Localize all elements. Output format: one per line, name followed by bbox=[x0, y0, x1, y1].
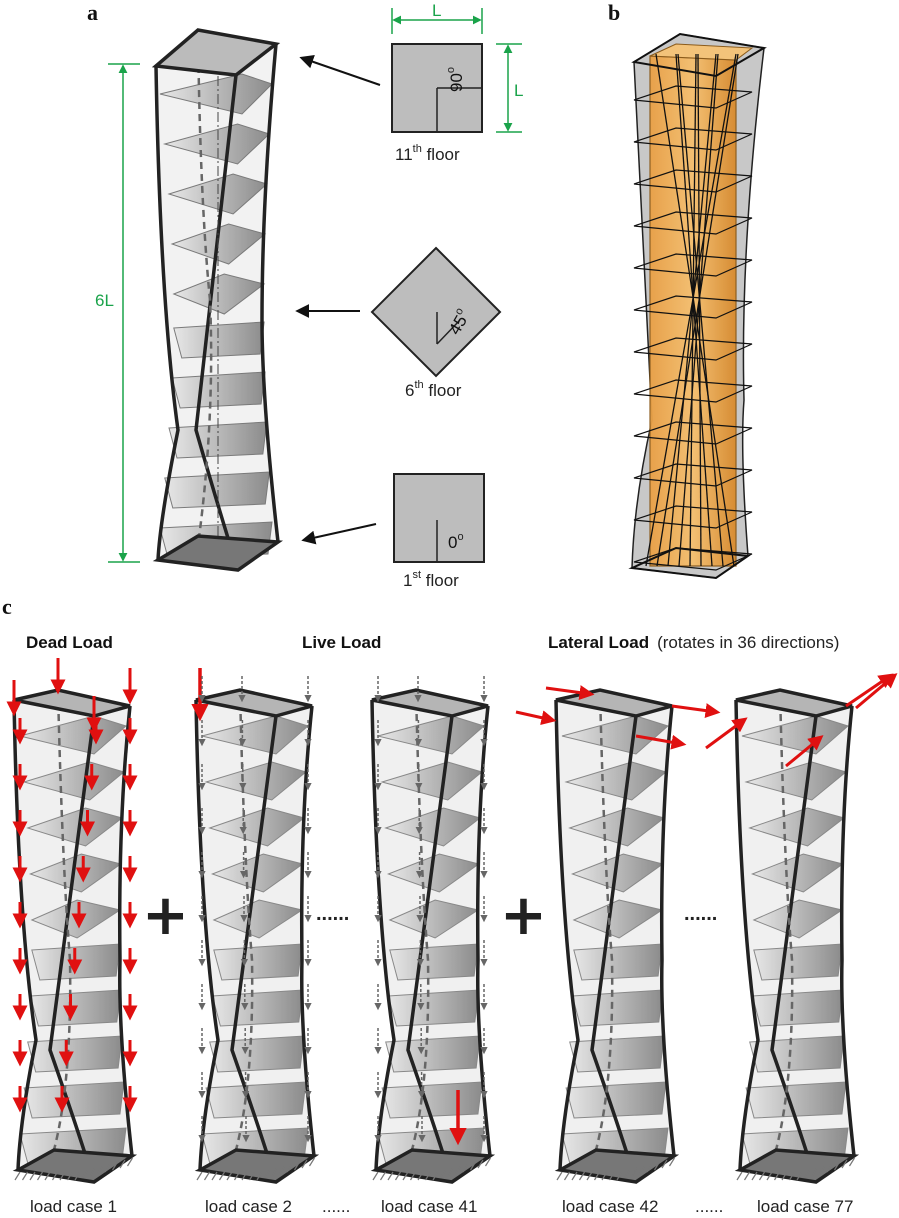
panel-a-letter: a bbox=[87, 0, 98, 25]
floor-slab bbox=[385, 1035, 481, 1073]
column-line bbox=[689, 53, 697, 567]
ellipsis-lateral: ...... bbox=[684, 903, 717, 925]
floor-slab bbox=[172, 273, 266, 315]
panel-b-tower bbox=[628, 32, 767, 580]
height-dimension: 6L bbox=[95, 63, 140, 563]
floor-slab bbox=[209, 1035, 305, 1073]
floor-slab bbox=[745, 1081, 847, 1119]
floor-caption-1: 1st floor bbox=[403, 569, 459, 590]
floor-slab bbox=[211, 989, 304, 1027]
angle-label-11: 90o bbox=[445, 67, 466, 92]
live-load-title: Live Load bbox=[302, 633, 381, 652]
floor-slab bbox=[561, 715, 670, 755]
column-line bbox=[656, 53, 739, 567]
ellipsis-live: ...... bbox=[316, 903, 349, 925]
floor-slab bbox=[565, 1081, 667, 1119]
panel-a-tower bbox=[151, 28, 284, 572]
floor-slab bbox=[573, 943, 663, 981]
load-case-label-42: load case 42 bbox=[562, 1197, 658, 1216]
floor-slab bbox=[164, 471, 270, 509]
floor-slab bbox=[173, 321, 265, 359]
grid-floor bbox=[633, 505, 753, 529]
structural-grid bbox=[633, 53, 753, 571]
floor-slab bbox=[29, 989, 122, 1027]
floor-plan-1: 0o 1st floor bbox=[301, 473, 485, 590]
floor-slab bbox=[751, 989, 844, 1027]
column-line bbox=[655, 53, 735, 567]
grid-floor bbox=[633, 379, 753, 403]
floor-slab bbox=[571, 989, 664, 1027]
load-case-tower bbox=[191, 668, 320, 1184]
column-line bbox=[645, 53, 737, 567]
panel-b-letter: b bbox=[608, 0, 620, 25]
floor-plan-6: 45o 6th floor bbox=[295, 246, 502, 400]
floor-caption-11: 11th floor bbox=[395, 143, 460, 164]
load-case-label-2: load case 2 bbox=[205, 1197, 292, 1216]
floor-caption-6: 6th floor bbox=[405, 379, 462, 400]
floor-slab bbox=[387, 989, 480, 1027]
load-case-towers bbox=[6, 658, 898, 1184]
grid-floor bbox=[633, 337, 753, 361]
plus-sign-2: + bbox=[500, 883, 547, 948]
floor-slab bbox=[381, 1081, 483, 1119]
dead-load-title: Dead Load bbox=[26, 633, 113, 652]
grid-floor bbox=[633, 295, 753, 319]
grid-floor bbox=[633, 127, 753, 151]
grid-floor bbox=[633, 463, 753, 487]
load-case-label-1: load case 1 bbox=[30, 1197, 117, 1216]
lateral-load-title: Lateral Load(rotates in 36 directions) bbox=[548, 633, 839, 652]
load-case-tower bbox=[370, 676, 496, 1184]
load-case-label-41: load case 41 bbox=[381, 1197, 477, 1216]
floor-slab bbox=[23, 1081, 125, 1119]
floor-slab bbox=[27, 1035, 123, 1073]
column-line bbox=[675, 53, 713, 567]
width-label: L bbox=[432, 1, 441, 20]
plus-sign-1: + bbox=[142, 883, 189, 948]
load-case-tower bbox=[515, 685, 721, 1184]
height-label: 6L bbox=[95, 291, 114, 310]
floor-slab bbox=[569, 1035, 665, 1073]
ellipsis-case-live: ...... bbox=[322, 1197, 350, 1216]
floor-slab bbox=[213, 943, 303, 981]
floor-plan-11: L L 90o 11th floor bbox=[299, 1, 523, 164]
floor-slab bbox=[753, 943, 843, 981]
load-case-tower bbox=[6, 658, 138, 1184]
depth-label: L bbox=[514, 81, 523, 100]
load-case-tower bbox=[705, 673, 898, 1184]
floor-slab bbox=[205, 1081, 307, 1119]
floor-slab bbox=[389, 943, 479, 981]
column-line bbox=[677, 53, 724, 567]
ellipsis-case-lateral: ...... bbox=[695, 1197, 723, 1216]
load-case-label-77: load case 77 bbox=[757, 1197, 853, 1216]
panel-c-letter: c bbox=[2, 594, 12, 619]
floor-slab bbox=[171, 371, 266, 409]
column-line bbox=[667, 53, 717, 567]
column-line bbox=[678, 53, 719, 567]
grid-floor bbox=[633, 253, 753, 277]
column-line bbox=[697, 53, 702, 567]
grid-floor bbox=[633, 547, 753, 571]
grid-floor bbox=[633, 169, 753, 193]
floor-slab bbox=[749, 1035, 845, 1073]
angle-label-1: 0o bbox=[448, 531, 464, 552]
